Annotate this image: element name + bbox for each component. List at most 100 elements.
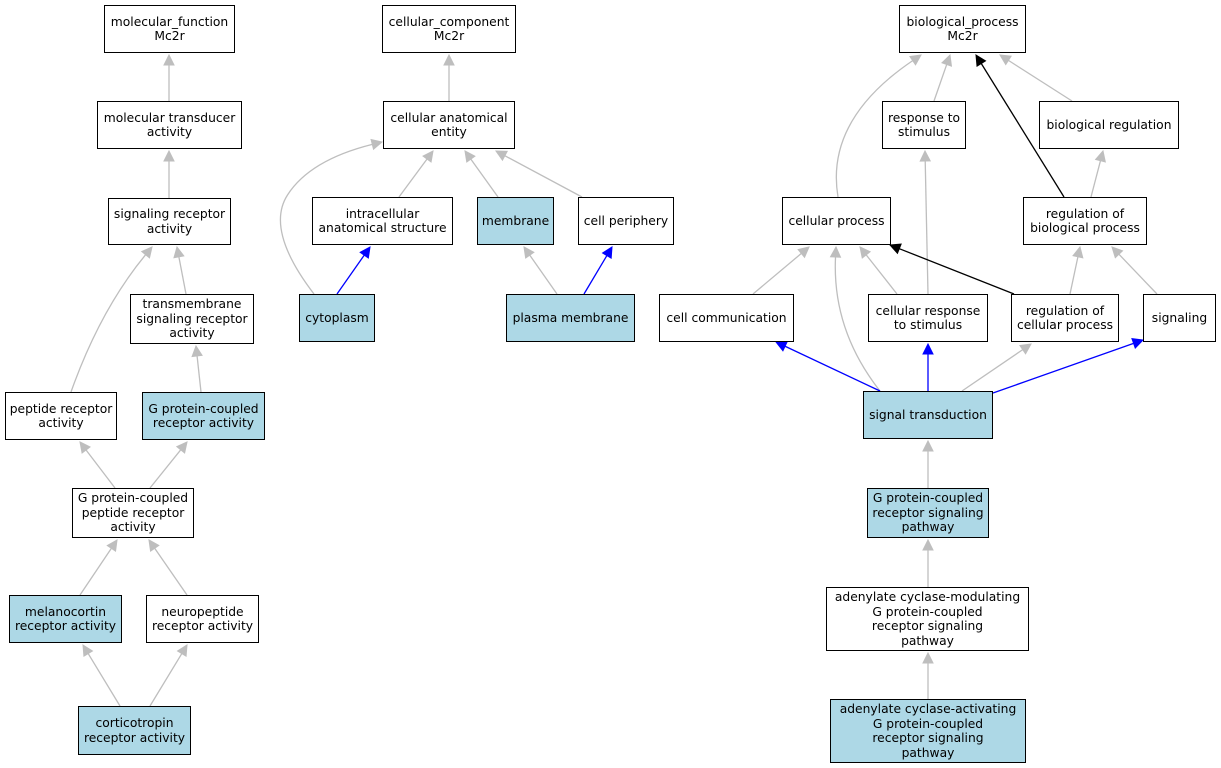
edge-is-a-gpc_peptide_receptor-to-gpcr_activity [149,441,188,489]
node-cellular-anatomical-entity[interactable]: cellular anatomical entity [383,101,515,149]
edge-arrowhead [523,246,535,259]
node-peptide-receptor-activity[interactable]: peptide receptor activity [5,392,117,440]
edge-is-a-cell_response_stimulus-to-response_stimulus [919,149,932,295]
edge-is-a-cell_communication-to-cellular_process [752,246,810,295]
edge-line [1118,253,1158,295]
edge-arrowhead [191,344,203,358]
node-signal-transduction[interactable]: signal transduction [863,391,993,439]
edge-is-a-intracellular-to-cell_anat_entity [398,150,434,198]
edge-is-a-gpcr_activity-to-tm_sig_receptor [191,344,203,393]
edge-arrowhead [370,138,384,151]
node-label: plasma membrane [512,310,629,325]
edge-is-a-plasma_membrane-to-membrane [523,246,558,295]
node-regulation-of-biological-process[interactable]: regulation of biological process [1023,197,1147,245]
node-intracellular-anatomical-structure[interactable]: intracellular anatomical structure [312,197,453,245]
node-signaling[interactable]: signaling [1143,294,1216,342]
edge-arrowhead [922,439,934,452]
node-melanocortin-receptor-activity[interactable]: melanocortin receptor activity [9,595,122,643]
edge-is-a-signal_transduction-to-cellular_process [829,245,881,392]
edge-arrowhead [359,246,371,259]
node-g-protein-coupled-receptor-activity[interactable]: G protein-coupled receptor activity [142,392,265,440]
node-label: response to stimulus [887,110,961,140]
node-molecular-transducer-activity[interactable]: molecular transducer activity [97,101,242,149]
node-cellular-response-to-stimulus[interactable]: cellular response to stimulus [868,294,988,342]
node-adenylate-cyclase-modulating-gpcr-signaling-pathway[interactable]: adenylate cyclase-modulating G protein-c… [826,587,1029,651]
edge-is-a-ac_modulating-to-gpcr_pathway [922,538,934,587]
edge-line [196,355,202,393]
node-membrane[interactable]: membrane [477,197,554,245]
edge-arrowhead [176,644,188,657]
edge-is-a-corticotropin-to-neuropeptide [149,644,188,707]
node-cell-communication[interactable]: cell communication [659,294,794,342]
node-regulation-of-cellular-process[interactable]: regulation of cellular process [1011,294,1119,342]
edge-line [752,252,802,295]
edge-is-a-cellular_process-to-bp_root [835,54,922,198]
node-label: membrane [481,213,550,228]
node-g-protein-coupled-peptide-receptor-activity[interactable]: G protein-coupled peptide receptor activ… [72,488,194,538]
edge-arrowhead [106,539,118,552]
node-response-to-stimulus[interactable]: response to stimulus [882,101,966,149]
node-label: biological regulation [1046,117,1172,132]
edge-line [865,254,898,295]
edge-is-a-mol_transducer-to-mf_root [163,53,175,101]
node-label: cellular_component Mc2r [388,14,510,44]
edge-line [992,342,1134,394]
node-label: molecular transducer activity [103,110,236,140]
node-label: G protein-coupled receptor signaling pat… [872,491,984,535]
edge-arrowhead [495,150,508,162]
edge-is-a-peptide_receptor-to-sig_receptor [70,246,153,393]
edge-arrowhead [888,243,902,255]
edge-line [178,256,187,295]
edge-is-a-gpcr_pathway-to-signal_transduction [922,439,934,488]
node-cellular-component-root[interactable]: cellular_component Mc2r [382,5,516,53]
edge-arrowhead [919,149,932,162]
edge-arrowhead [1094,149,1106,163]
edge-arrowhead [922,651,934,664]
node-cytoplasm[interactable]: cytoplasm [299,294,375,342]
node-label: adenylate cyclase-activating G protein-c… [839,702,1017,760]
edge-arrowhead [148,539,160,552]
node-label: regulation of biological process [1030,206,1140,236]
node-cell-periphery[interactable]: cell periphery [578,197,674,245]
edge-arrowhead [601,246,613,259]
node-transmembrane-signaling-receptor-activity[interactable]: transmembrane signaling receptor activit… [130,294,254,344]
node-neuropeptide-receptor-activity[interactable]: neuropeptide receptor activity [146,595,259,643]
node-label: intracellular anatomical structure [318,206,447,236]
edge-part-of-plasma_membrane-to-cell_periphery [583,246,613,295]
node-corticotropin-receptor-activity[interactable]: corticotropin receptor activity [78,706,191,755]
node-adenylate-cyclase-activating-gpcr-signaling-pathway[interactable]: adenylate cyclase-activating G protein-c… [830,699,1026,763]
edge-arrowhead [829,245,842,258]
edge-part-of-signal_transduction-to-cell_response_stimulus [922,342,934,391]
edge-is-a-reg_cell_process-to-reg_bio_process [1069,245,1084,295]
node-biological-regulation[interactable]: biological regulation [1039,101,1179,149]
node-label: G protein-coupled receptor activity [148,401,259,431]
node-signaling-receptor-activity[interactable]: signaling receptor activity [108,198,231,245]
edge-line [149,449,182,489]
edge-line [70,254,147,393]
node-label: melanocortin receptor activity [14,604,117,634]
edge-is-a-bio_regulation-to-bp_root [999,54,1073,102]
edge-regulates-reg_cell_process-to-cellular_process [888,243,1015,295]
edge-is-a-sig_receptor-to-mol_transducer [163,149,175,198]
edge-line [87,653,121,707]
node-g-protein-coupled-receptor-signaling-pathway[interactable]: G protein-coupled receptor signaling pat… [867,488,989,538]
node-label: signaling [1151,310,1208,325]
node-molecular-function-root[interactable]: molecular_function Mc2r [104,5,235,53]
edge-line [834,256,881,392]
edge-is-a-gpc_peptide_receptor-to-peptide_receptor [79,441,116,489]
node-label: corticotropin receptor activity [83,716,186,745]
edge-arrowhead [1111,246,1124,259]
edge-arrowhead [797,246,810,259]
edge-arrowhead [922,538,934,551]
node-biological-process-root[interactable]: biological_process Mc2r [899,5,1026,53]
node-cellular-process[interactable]: cellular process [782,197,891,245]
edge-line [933,64,948,102]
node-label: transmembrane signaling receptor activit… [136,297,248,341]
edge-line [980,63,1065,198]
node-label: signal transduction [869,407,987,422]
edge-arrowhead [999,54,1012,66]
edge-line [784,345,881,392]
node-plasma-membrane[interactable]: plasma membrane [506,294,635,342]
edge-line [961,349,1024,392]
